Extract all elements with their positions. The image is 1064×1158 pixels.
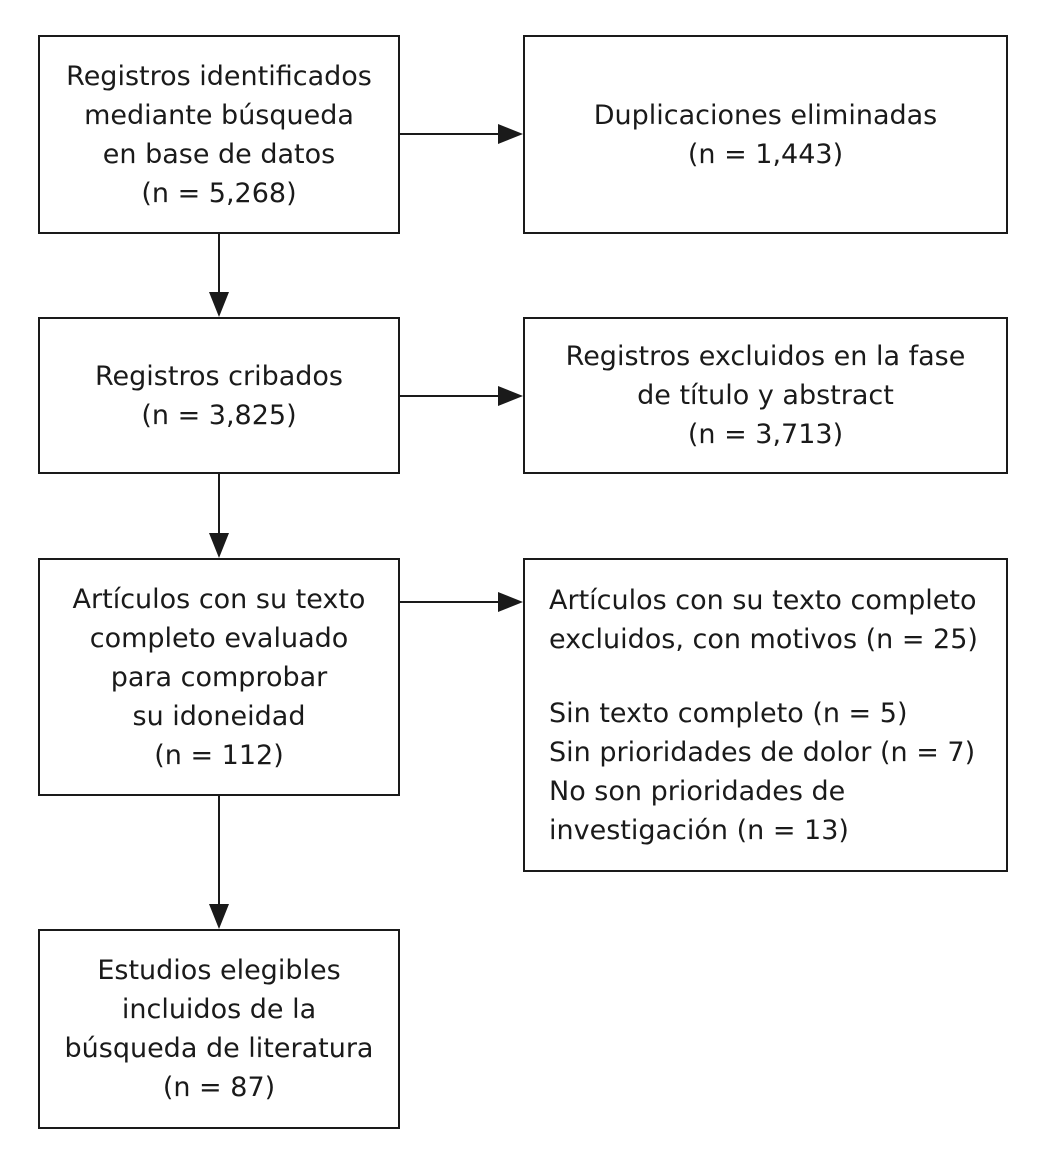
- exclusion-reason: investigación (n = 13): [549, 814, 849, 846]
- arrow-screened-to-fulltext: [209, 474, 229, 558]
- box-text-line: Registros identificados: [66, 60, 372, 92]
- duplicates-removed-box: Duplicaciones eliminadas (n = 1,443): [523, 35, 1008, 234]
- box-text-line: su idoneidad: [132, 700, 306, 732]
- box-text-line: Registros cribados: [95, 360, 343, 392]
- box-count: (n = 3,825): [141, 399, 297, 431]
- box-text-line: incluidos de la: [121, 994, 317, 1025]
- box-text-line: Duplicaciones eliminadas: [593, 99, 938, 131]
- box-text-line: Registros excluidos en la fase: [565, 341, 966, 372]
- box-text-line: en base de datos: [102, 138, 336, 170]
- arrow-identified-to-screened: [209, 234, 229, 317]
- box-text-line: completo evaluado: [89, 622, 349, 654]
- exclusion-reason: No son prioridades de: [549, 775, 846, 807]
- exclusion-reason: Sin prioridades de dolor (n = 7): [549, 736, 976, 768]
- box-text-line: de título y abstract: [637, 380, 894, 411]
- box-text-line: para comprobar: [110, 661, 328, 693]
- box-text-line: Artículos con su texto completo: [549, 584, 977, 616]
- studies-included-box: Estudios elegibles incluidos de la búsqu…: [38, 929, 400, 1129]
- box-count: (n = 112): [154, 739, 284, 771]
- fulltext-assessed-box: Artículos con su texto completo evaluado…: [38, 558, 400, 796]
- arrow-identified-to-duplicates: [400, 124, 523, 144]
- box-count: (n = 3,713): [687, 419, 844, 450]
- arrow-fulltext-to-excluded: [400, 592, 523, 612]
- records-screened-box: Registros cribados (n = 3,825): [38, 317, 400, 474]
- box-count: (n = 87): [162, 1072, 276, 1103]
- arrow-fulltext-to-included: [209, 796, 229, 929]
- fulltext-excluded-box: Artículos con su texto completo excluido…: [523, 558, 1008, 872]
- box-text-line: búsqueda de literatura: [64, 1033, 374, 1064]
- box-text-line: Estudios elegibles: [97, 955, 341, 986]
- arrow-screened-to-excluded: [400, 386, 523, 406]
- records-identified-box: Registros identificados mediante búsqued…: [38, 35, 400, 234]
- box-count: (n = 5,268): [141, 177, 297, 209]
- exclusion-reason: Sin texto completo (n = 5): [549, 697, 908, 729]
- box-text-line: Artículos con su texto: [72, 583, 366, 615]
- box-text-line: excluidos, con motivos (n = 25): [549, 623, 978, 655]
- records-excluded-box: Registros excluidos en la fase de título…: [523, 317, 1008, 474]
- box-count: (n = 1,443): [687, 138, 844, 170]
- box-text-line: mediante búsqueda: [84, 99, 354, 131]
